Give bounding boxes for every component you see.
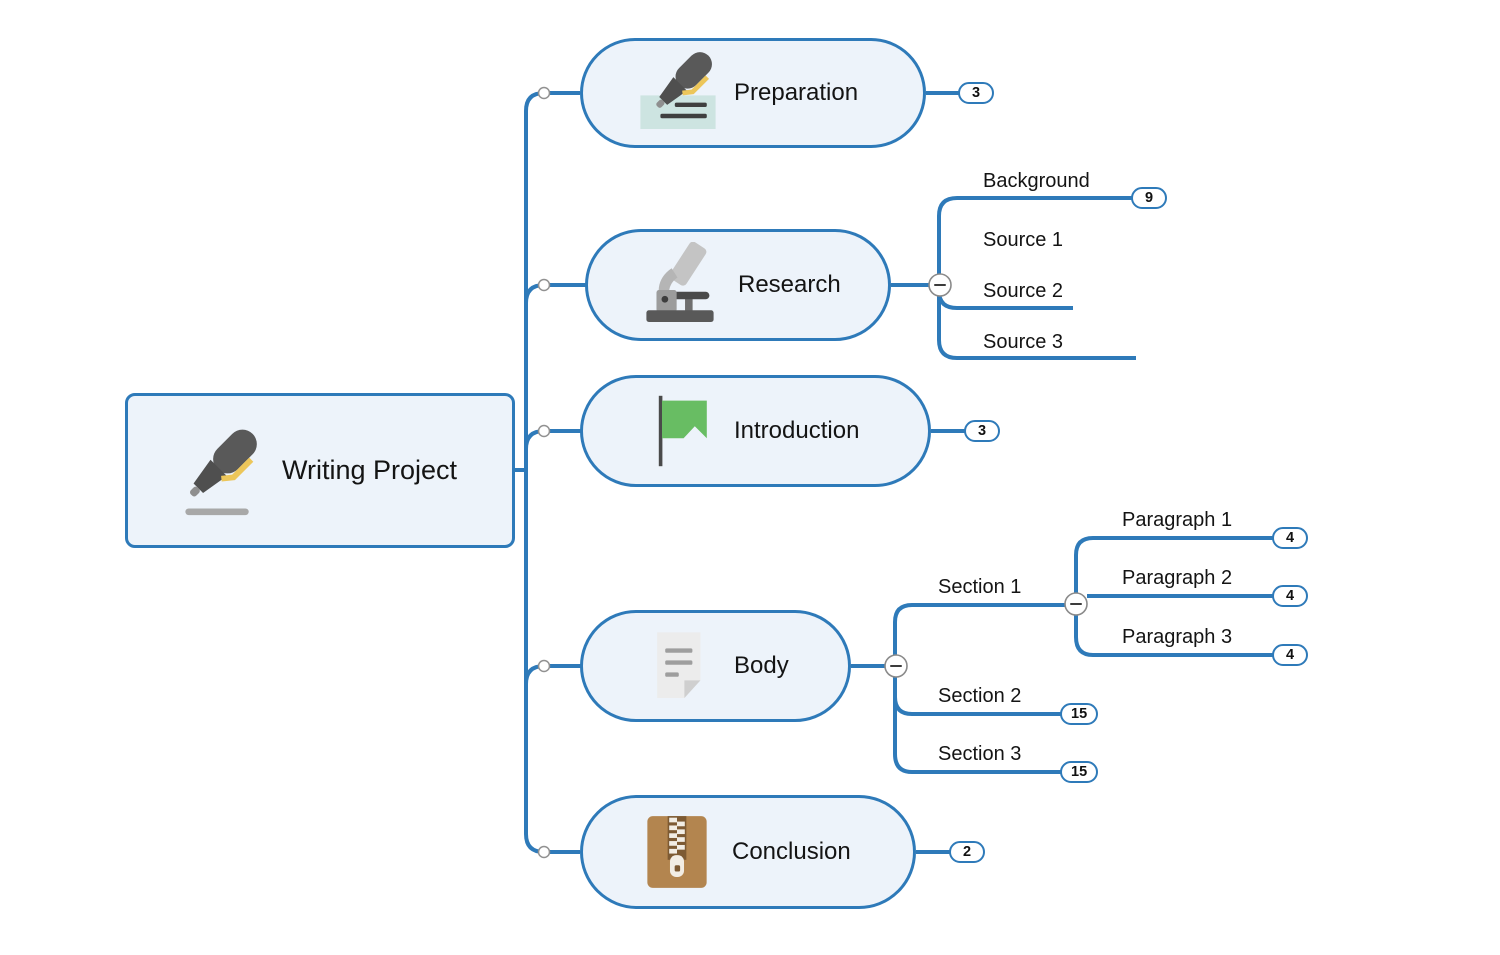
topic-node-conclusion[interactable]: Conclusion [580,795,916,909]
topic-label: Research [738,271,841,298]
collapsed-count-badge-background[interactable]: 9 [1131,187,1167,209]
subtopic-source2[interactable]: Source 2 [983,280,1064,302]
collapsed-count-badge-paragraph1[interactable]: 4 [1272,527,1308,549]
main-trunk-line [524,91,580,854]
topic-node-writing-project[interactable]: Writing Project [125,393,515,548]
collapsed-count-badge-section3[interactable]: 15 [1060,761,1099,783]
topic-label: Writing Project [282,455,458,485]
topic-node-preparation[interactable]: Preparation [580,38,926,148]
zip-archive-icon [647,816,707,888]
branch-anchor-dot [537,845,551,859]
subtopic-paragraph1[interactable]: Paragraph 1 [1122,509,1233,531]
collapsed-count-badge-conclusion[interactable]: 2 [949,841,985,863]
collapsed-count-badge-preparation[interactable]: 3 [958,82,994,104]
collapse-button-research[interactable] [928,273,952,297]
subtopic-source3[interactable]: Source 3 [983,331,1064,353]
document-icon [657,632,701,698]
topic-node-research[interactable]: Research [585,229,891,341]
topic-label: Introduction [734,417,860,444]
topic-label: Conclusion [732,838,851,865]
topic-node-introduction[interactable]: Introduction [580,375,931,487]
subtopic-paragraph3[interactable]: Paragraph 3 [1122,626,1233,648]
topic-line-section2 [893,696,1062,716]
branch-line-body [524,664,581,685]
topic-label: Body [734,652,789,679]
branch-line-introduction [524,429,581,450]
branch-line-research [524,283,586,304]
subtopic-paragraph2[interactable]: Paragraph 2 [1122,567,1233,589]
branch-anchor-dot [537,86,551,100]
subtopic-source1[interactable]: Source 1 [983,229,1064,251]
collapse-button-body[interactable] [884,654,908,678]
collapsed-count-badge-section2[interactable]: 15 [1060,703,1099,725]
collapsed-count-badge-introduction[interactable]: 3 [964,420,1000,442]
subtopic-background[interactable]: Background [983,170,1090,192]
subtopic-section3[interactable]: Section 3 [938,743,1022,765]
subtopic-section1[interactable]: Section 1 [938,576,1022,598]
microscope-icon [646,242,714,322]
collapsed-count-badge-paragraph2[interactable]: 4 [1272,585,1308,607]
topic-label: Preparation [734,79,859,106]
branch-anchor-dot [537,659,551,673]
collapsed-count-badge-paragraph3[interactable]: 4 [1272,644,1308,666]
flag-icon [658,395,707,467]
branch-anchor-dot [537,424,551,438]
collapse-button-section1[interactable] [1064,592,1088,616]
topic-node-body[interactable]: Body [580,610,851,722]
signature-icon [640,52,716,129]
body-children-trunk [893,603,1066,774]
subtopic-section2[interactable]: Section 2 [938,685,1022,707]
branch-anchor-dot [537,278,551,292]
pen-icon [185,429,257,515]
